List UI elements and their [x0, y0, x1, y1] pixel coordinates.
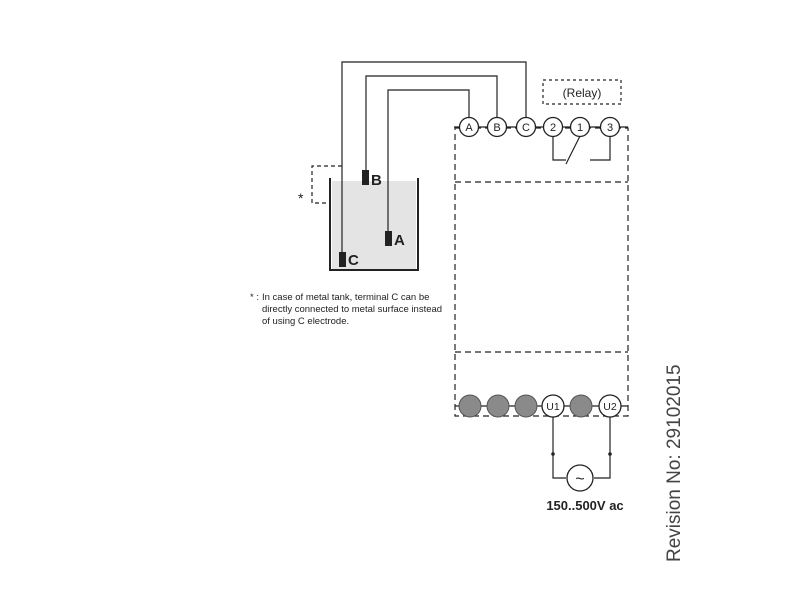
terminal-a: A — [458, 116, 480, 138]
terminal-b: B — [486, 116, 508, 138]
relay-contact-3 — [590, 136, 611, 161]
device-outline — [454, 127, 629, 417]
wire-c — [341, 61, 527, 254]
terminal-a-label: A — [465, 122, 473, 134]
terminal-2: 2 — [542, 116, 564, 138]
electrode-b-label: B — [371, 172, 382, 189]
terminal-1-label: 1 — [577, 122, 583, 134]
terminal-b-label: B — [493, 122, 500, 134]
filled-terminal-4 — [569, 394, 593, 418]
wire-b — [365, 75, 498, 172]
wire-a — [387, 89, 470, 232]
terminal-u1-label: U1 — [546, 401, 560, 413]
footnote-text: In case of metal tank, terminal C can be… — [262, 292, 443, 327]
terminal-u2-label: U2 — [603, 401, 617, 413]
supply-voltage-label: 150..500V ac — [546, 498, 624, 513]
terminal-3-label: 3 — [607, 122, 613, 134]
filled-terminal-3 — [514, 394, 538, 418]
electrode-b — [362, 170, 369, 185]
terminal-c: C — [515, 116, 537, 138]
filled-terminal-1 — [458, 394, 482, 418]
terminal-u2: U2 — [598, 394, 622, 418]
metal-tank-dashed-link — [311, 165, 342, 204]
relay-contact-1 — [565, 135, 581, 165]
relay-box — [542, 79, 622, 105]
relay-contact-2 — [552, 136, 566, 161]
electrode-a-label: A — [394, 232, 405, 249]
tank — [329, 178, 419, 271]
revision-number: Revision No: 29102015 — [664, 364, 685, 562]
footnote-prefix: * : — [250, 292, 259, 303]
supply-node-left — [551, 452, 555, 456]
ac-source-circle — [566, 464, 594, 492]
terminal-1: 1 — [569, 116, 591, 138]
electrode-c-label: C — [348, 252, 359, 269]
filled-terminal-2 — [486, 394, 510, 418]
relay-label: (Relay) — [563, 86, 602, 100]
electrode-c — [339, 252, 346, 267]
ac-source-icon: ~ — [575, 471, 584, 488]
terminal-c-label: C — [522, 122, 530, 134]
footnote-marker: * — [298, 190, 304, 206]
terminal-2-label: 2 — [550, 122, 556, 134]
electrode-a — [385, 231, 392, 246]
terminal-3: 3 — [599, 116, 621, 138]
supply-node-right — [608, 452, 612, 456]
terminal-u1: U1 — [541, 394, 565, 418]
supply-wire — [552, 417, 611, 479]
